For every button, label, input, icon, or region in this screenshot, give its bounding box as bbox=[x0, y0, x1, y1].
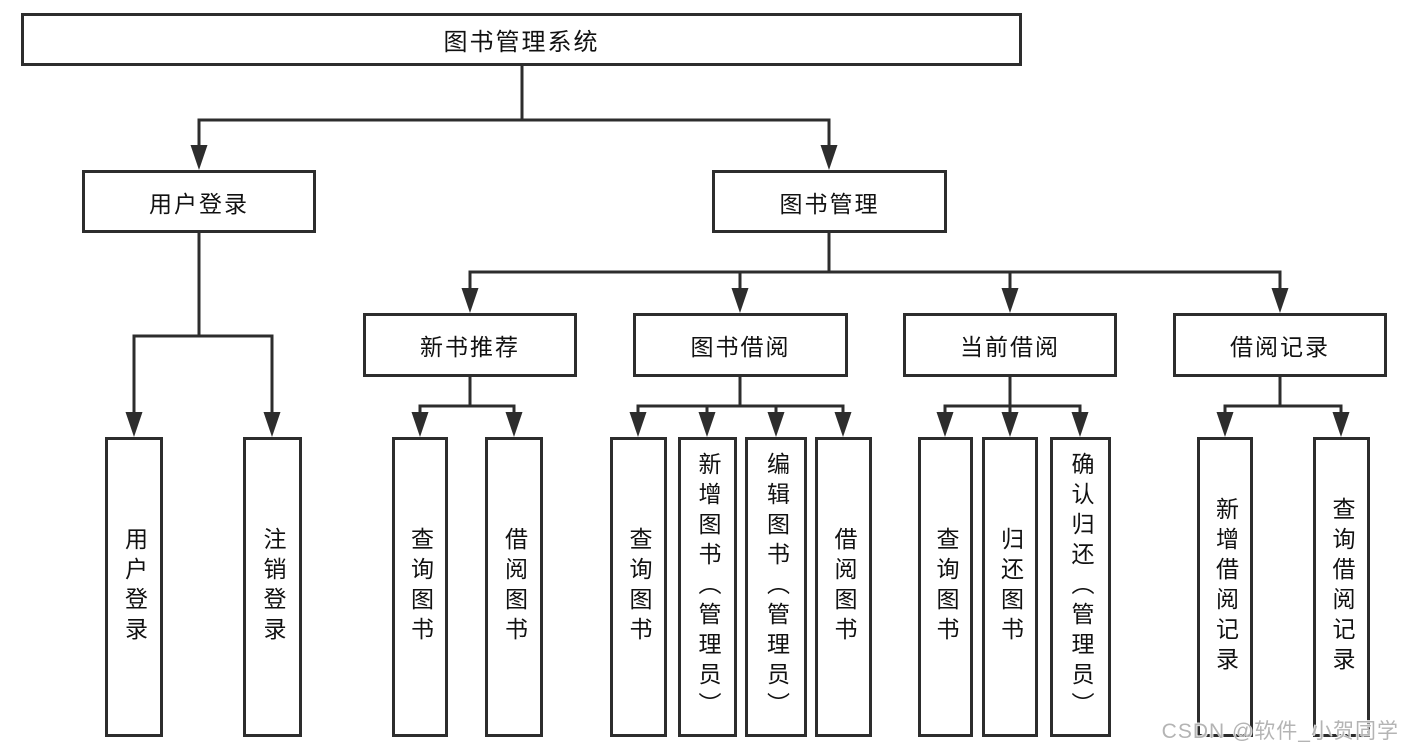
node-label: 当前借阅 bbox=[960, 334, 1060, 360]
leaf-user-login: 用户登录 bbox=[105, 437, 163, 737]
node-label: 确认归还（管理员） bbox=[1068, 452, 1094, 722]
leaf-edit-book-admin: 编辑图书（管理员） bbox=[745, 437, 807, 737]
node-label: 查询图书 bbox=[933, 527, 959, 647]
node-label: 新增图书（管理员） bbox=[695, 452, 721, 722]
node-label: 查询借阅记录 bbox=[1329, 497, 1355, 677]
node-user-login: 用户登录 bbox=[82, 170, 316, 233]
leaf-logout: 注销登录 bbox=[243, 437, 302, 737]
leaf-add-borrow-record: 新增借阅记录 bbox=[1197, 437, 1253, 737]
node-label: 借阅记录 bbox=[1230, 334, 1330, 360]
leaf-query-books-borrowing: 查询图书 bbox=[610, 437, 667, 737]
leaf-query-borrow-record: 查询借阅记录 bbox=[1313, 437, 1370, 737]
node-label: 借阅图书 bbox=[831, 527, 857, 647]
node-label: 新增借阅记录 bbox=[1212, 497, 1239, 677]
node-label: 新书推荐 bbox=[420, 334, 520, 360]
leaf-borrow-books-recommend: 借阅图书 bbox=[485, 437, 543, 737]
leaf-add-book-admin: 新增图书（管理员） bbox=[678, 437, 737, 737]
node-label: 借阅图书 bbox=[501, 527, 528, 647]
node-borrowing-records: 借阅记录 bbox=[1173, 313, 1387, 377]
leaf-query-books-recommend: 查询图书 bbox=[392, 437, 448, 737]
node-book-management: 图书管理 bbox=[712, 170, 947, 233]
node-book-borrowing: 图书借阅 bbox=[633, 313, 848, 377]
leaf-confirm-return-admin: 确认归还（管理员） bbox=[1050, 437, 1111, 737]
leaf-borrow-books: 借阅图书 bbox=[815, 437, 872, 737]
node-library-management-system: 图书管理系统 bbox=[21, 13, 1022, 66]
leaf-return-book: 归还图书 bbox=[982, 437, 1038, 737]
node-label: 图书管理系统 bbox=[443, 29, 600, 56]
node-label: 查询图书 bbox=[407, 527, 434, 647]
node-current-borrowing: 当前借阅 bbox=[903, 313, 1117, 377]
node-label: 用户登录 bbox=[149, 190, 249, 217]
node-label: 编辑图书（管理员） bbox=[763, 452, 790, 722]
leaf-query-books-current: 查询图书 bbox=[918, 437, 973, 737]
node-label: 注销登录 bbox=[260, 527, 286, 647]
node-label: 图书管理 bbox=[779, 190, 880, 217]
node-label: 用户登录 bbox=[121, 527, 148, 647]
node-label: 图书借阅 bbox=[690, 334, 791, 360]
csdn-watermark: CSDN @软件_小贺同学 bbox=[1161, 720, 1399, 743]
node-label: 归还图书 bbox=[997, 527, 1024, 647]
node-new-book-recommendation: 新书推荐 bbox=[363, 313, 577, 377]
node-label: 查询图书 bbox=[626, 527, 652, 647]
